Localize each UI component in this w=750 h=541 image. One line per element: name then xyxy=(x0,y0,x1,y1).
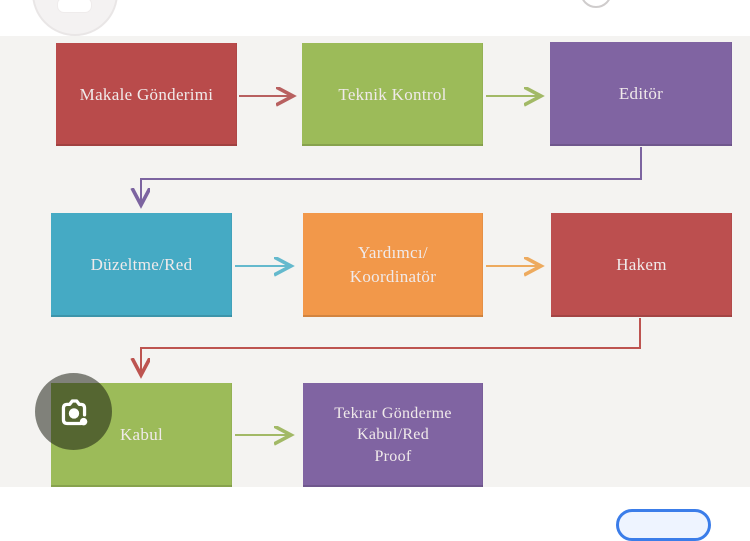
flowchart-canvas: Makale Gönderimi Teknik Kontrol Editör D… xyxy=(0,36,750,487)
node-label: Kabul xyxy=(119,425,164,445)
node-label: Yardımcı/ Koordinatör xyxy=(349,243,437,286)
node-label: Editör xyxy=(618,84,664,104)
node-label: Düzeltme/Red xyxy=(90,255,193,275)
node-duzeltme-red: Düzeltme/Red xyxy=(51,213,232,317)
node-yardimci-koordinator: Yardımcı/ Koordinatör xyxy=(303,213,483,317)
node-label: Makale Gönderimi xyxy=(79,84,214,104)
arrow-editor-to-duzeltme xyxy=(141,147,642,204)
lens-camera-button[interactable] xyxy=(35,373,112,450)
node-tekrar-gonderme: Tekrar Gönderme Kabul/Red Proof xyxy=(303,383,483,487)
bottom-action-pill-button[interactable] xyxy=(616,509,711,541)
node-label: Hakem xyxy=(616,255,667,275)
google-lens-camera-icon xyxy=(61,398,87,425)
node-label: Tekrar Gönderme Kabul/Red Proof xyxy=(334,404,452,465)
node-teknik-kontrol: Teknik Kontrol xyxy=(302,43,483,146)
node-makale-gonderimi: Makale Gönderimi xyxy=(56,43,237,146)
node-label: Teknik Kontrol xyxy=(338,84,447,104)
arrow-hakem-to-kabul xyxy=(141,318,641,374)
node-editor: Editör xyxy=(550,42,732,146)
shutter-pill-icon xyxy=(57,0,92,13)
selection-handle-icon xyxy=(580,0,612,8)
node-hakem: Hakem xyxy=(551,213,732,317)
